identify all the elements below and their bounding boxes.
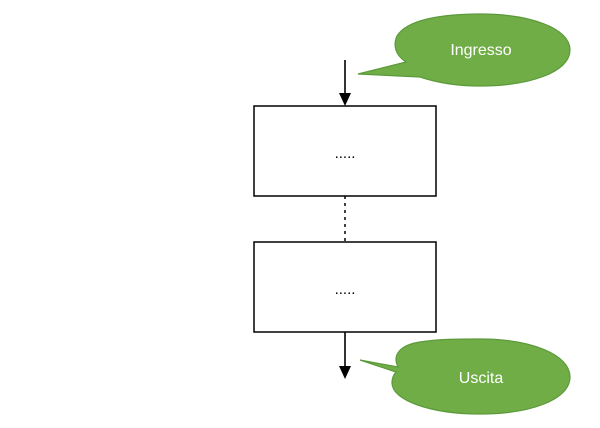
output-arrowhead	[339, 366, 351, 379]
ingresso-label: Ingresso	[450, 42, 511, 59]
input-arrowhead	[339, 93, 351, 106]
process-box-1-label: .....	[335, 145, 356, 162]
ingresso-callout: Ingresso	[357, 13, 571, 87]
ingresso-callout-shape	[357, 13, 571, 87]
uscita-callout-shape	[359, 338, 571, 415]
uscita-callout: Uscita	[359, 338, 571, 415]
process-box-2-label: .....	[335, 281, 356, 298]
uscita-label: Uscita	[459, 370, 504, 387]
